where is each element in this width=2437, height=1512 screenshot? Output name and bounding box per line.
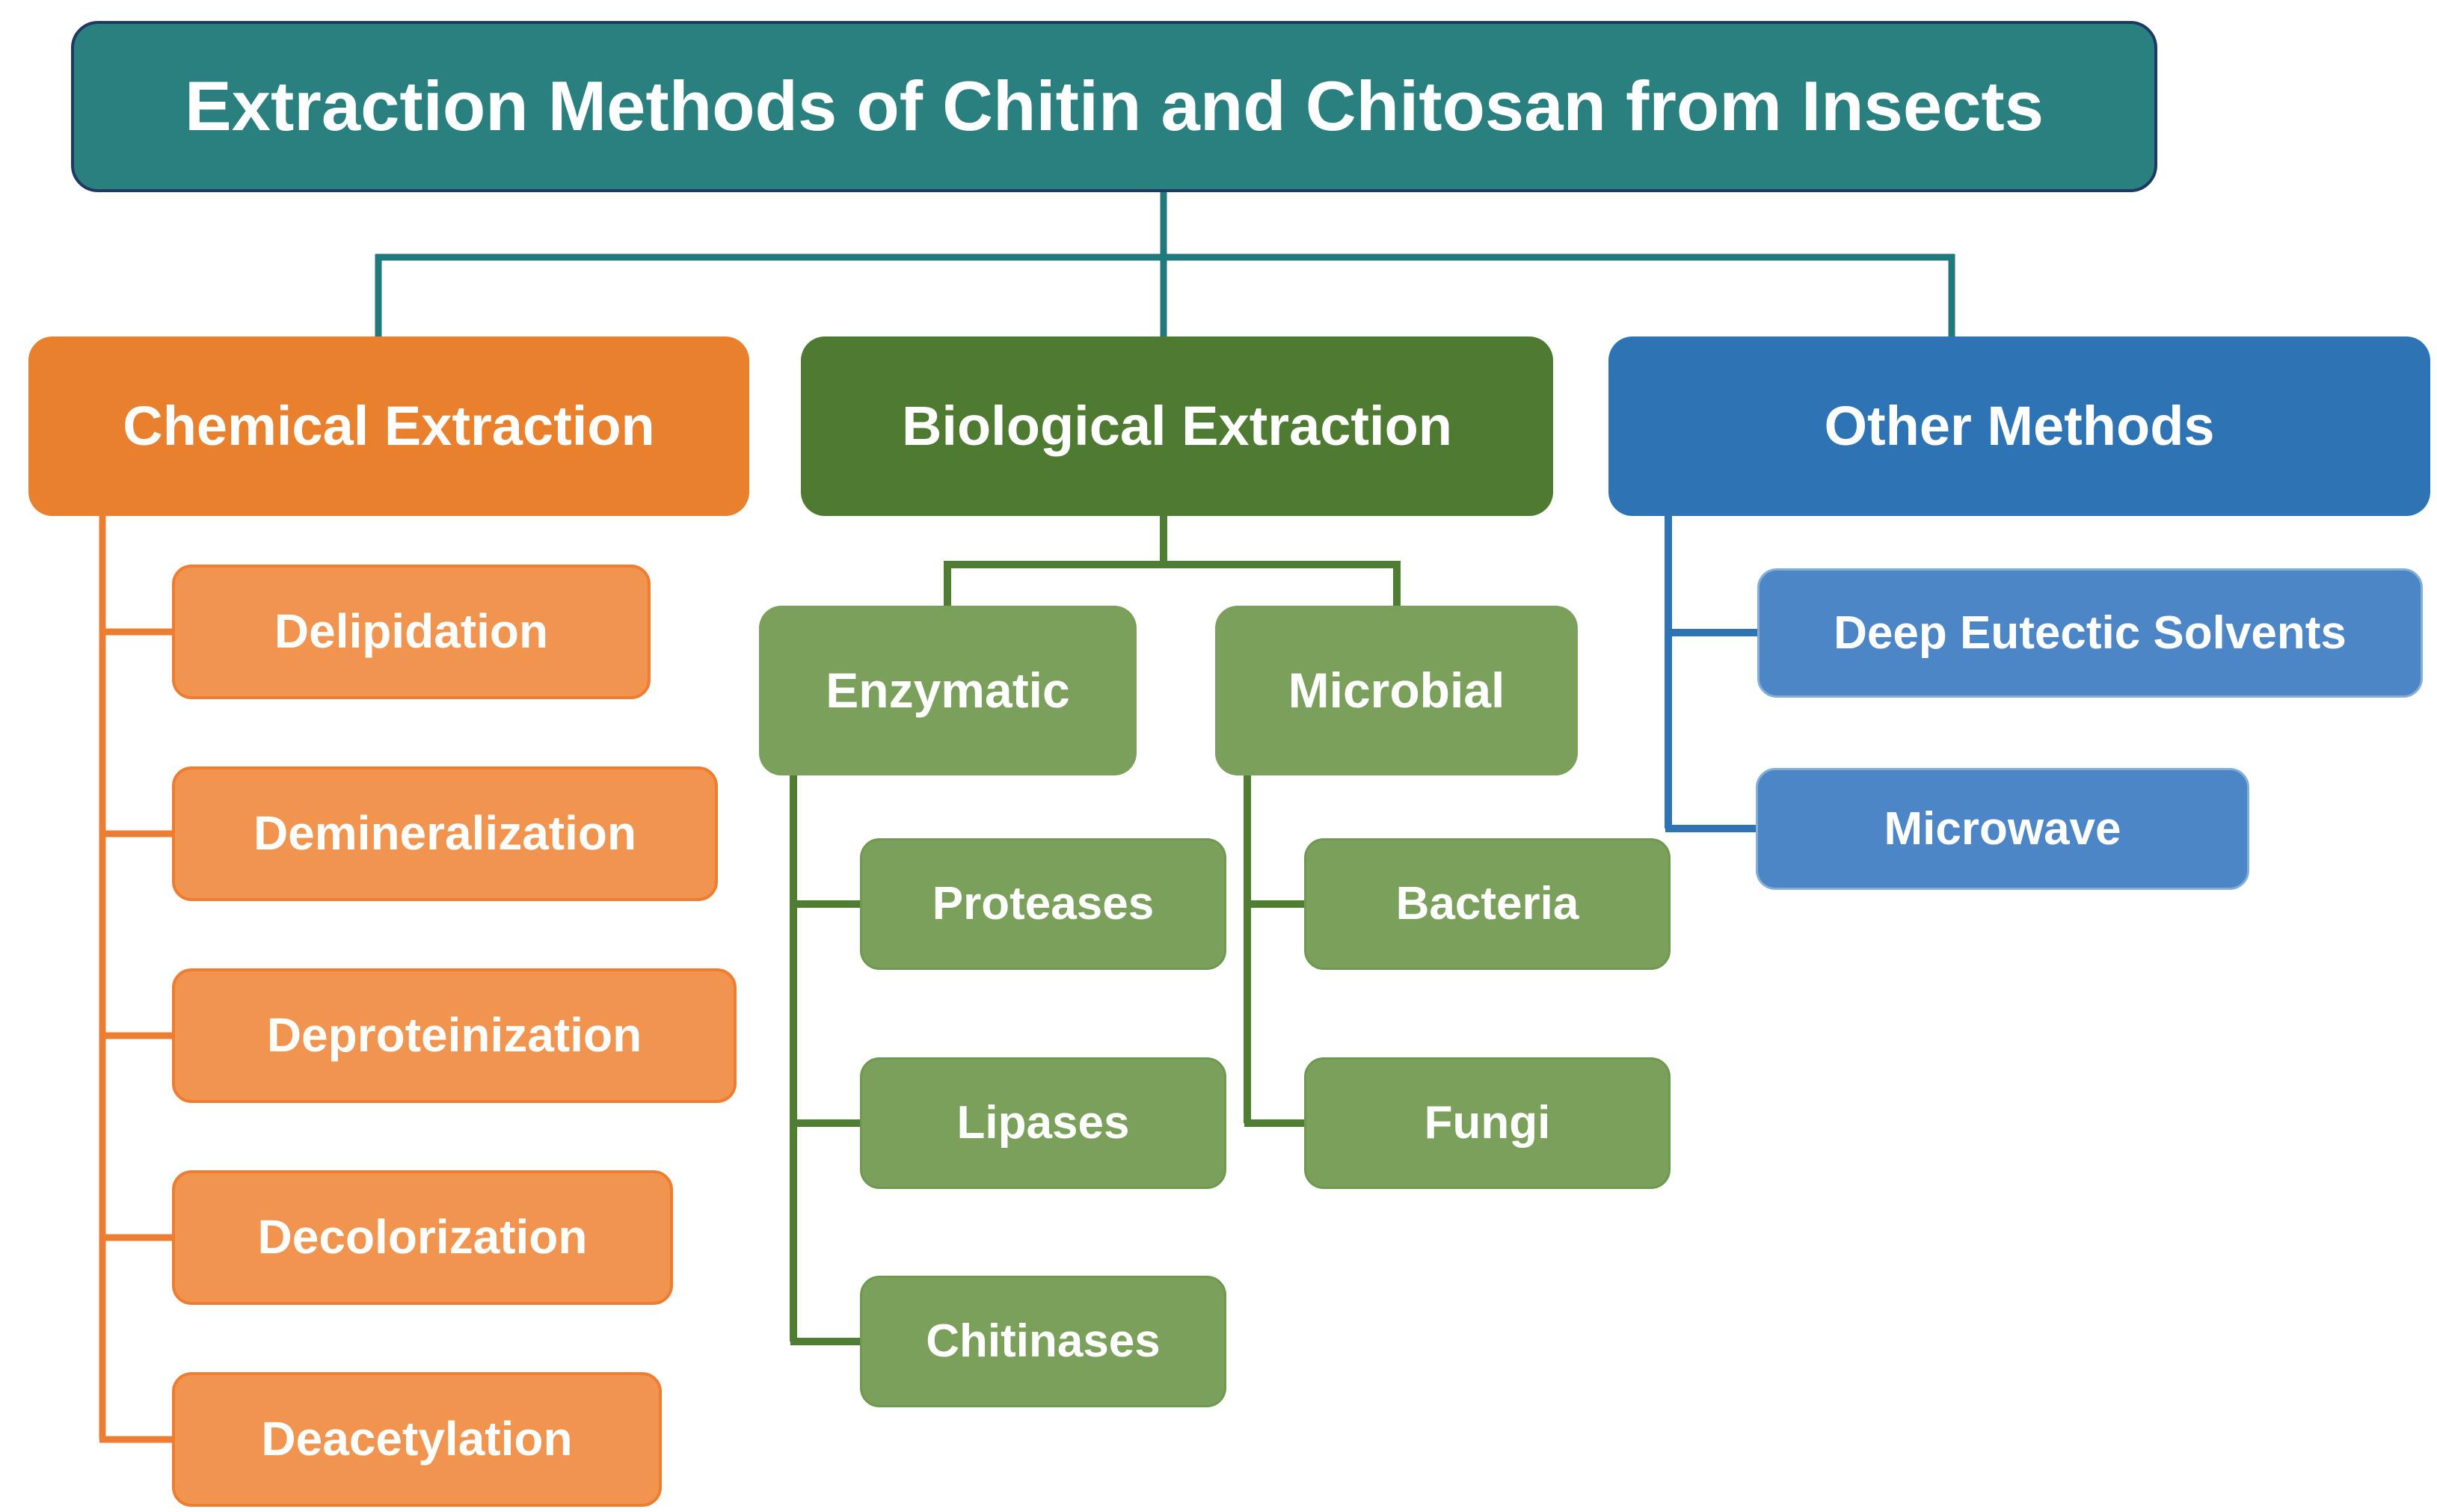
node-demineralization: Demineralization	[172, 766, 718, 901]
node-bacteria: Bacteria	[1304, 838, 1671, 970]
node-microwave: Microwave	[1756, 768, 2249, 890]
branch-biological-extraction: Biological Extraction	[801, 336, 1553, 516]
chemical-connector	[99, 514, 176, 1443]
node-proteases: Proteases	[860, 838, 1226, 970]
node-fungi: Fungi	[1304, 1057, 1671, 1189]
branch-other-methods: Other Methods	[1608, 336, 2430, 516]
node-lipases: Lipases	[860, 1057, 1226, 1189]
node-chitinases: Chitinases	[860, 1276, 1226, 1407]
diagram-title: Extraction Methods of Chitin and Chitosa…	[71, 21, 2157, 192]
other-methods-connector	[1665, 514, 1761, 832]
root-connector	[375, 188, 1955, 340]
node-deacetylation: Deacetylation	[172, 1372, 662, 1507]
node-decolorization: Decolorization	[172, 1170, 673, 1305]
node-deep-eutectic-solvents: Deep Eutectic Solvents	[1757, 568, 2423, 698]
node-microbial: Microbial	[1215, 606, 1578, 775]
branch-chemical-extraction: Chemical Extraction	[28, 336, 749, 516]
microbial-connector	[1244, 774, 1307, 1127]
node-delipidation: Delipidation	[172, 565, 651, 699]
enzymatic-connector	[790, 774, 864, 1345]
node-enzymatic: Enzymatic	[759, 606, 1137, 775]
biological-connector	[944, 514, 1401, 609]
node-deproteinization: Deproteinization	[172, 968, 737, 1103]
